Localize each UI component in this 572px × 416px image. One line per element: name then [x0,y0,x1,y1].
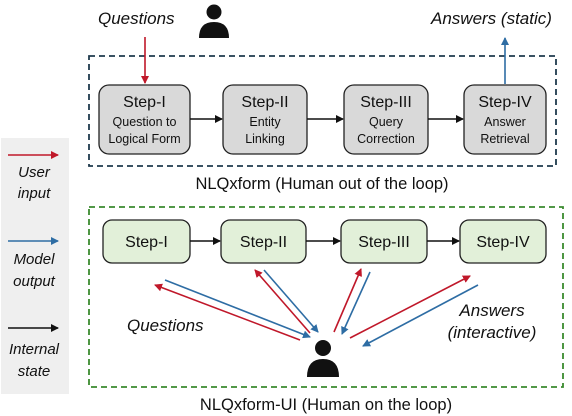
user-to-step-2-arrow [254,269,311,334]
bottom-step-4: Step-IV [459,219,547,264]
bottom-step-1: Step-I [102,219,191,264]
bottom-step-3: Step-III [340,219,428,264]
top-step-3-sub-1: Query [369,115,404,129]
person-icon [199,4,229,38]
bottom-answers-label-1: Answers [458,301,525,320]
top-step-2-title: Step-II [241,94,288,111]
user-to-step-1-arrow [154,283,301,341]
legend-user-label-1: User [18,164,51,181]
top-step-1-title: Step-I [123,94,166,111]
legend-model-label-2: output [13,273,56,290]
top-dashed-frame [88,55,557,167]
top-questions-label: Questions [98,9,175,28]
bottom-step-3-title: Step-III [358,234,410,251]
top-caption: NLQxform (Human out of the loop) [195,175,448,193]
legend-background [1,138,69,394]
person-icon [307,340,339,377]
legend-internal-label-2: state [18,363,51,380]
legend-model-label-1: Model [14,251,56,268]
top-section: Questions Answers (static) Step-I Questi… [88,4,557,193]
bottom-section: Step-I Step-II Step-III Step-IV [88,206,564,414]
step-3-to-user-arrow [341,271,371,335]
top-step-2: Step-II Entity Linking [222,84,308,155]
bottom-questions-label: Questions [127,316,204,335]
top-step-4-sub-2: Retrieval [480,132,529,146]
step-4-to-user-arrow [362,284,479,347]
top-step-1-sub-2: Logical Form [108,132,180,146]
bottom-step-4-title: Step-IV [476,234,530,251]
bottom-caption: NLQxform-UI (Human on the loop) [200,396,452,414]
user-to-step-3-arrow [333,268,362,333]
user-to-step-4-arrow [349,275,471,339]
bottom-answers-label-2: (interactive) [448,323,537,342]
step-2-to-user-arrow [263,269,319,333]
step-1-to-user-arrow [164,279,311,339]
top-step-1-sub-1: Question to [113,115,177,129]
top-step-4: Step-IV Answer Retrieval [463,84,547,155]
top-step-2-sub-1: Entity [249,115,281,129]
top-step-2-sub-2: Linking [245,132,285,146]
bottom-dashed-frame [88,206,564,388]
legend: User input Model output Internal state [1,138,69,394]
top-step-3: Step-III Query Correction [343,84,429,155]
top-step-1: Step-I Question to Logical Form [98,84,191,155]
top-answers-label: Answers (static) [430,9,552,28]
top-step-3-title: Step-III [360,94,412,111]
bottom-step-1-title: Step-I [125,234,168,251]
top-step-3-sub-2: Correction [357,132,415,146]
bottom-step-2: Step-II [220,219,307,264]
legend-user-label-2: input [18,185,51,202]
legend-internal-label-1: Internal [9,341,60,358]
top-step-4-sub-1: Answer [484,115,526,129]
bottom-step-2-title: Step-II [240,234,287,251]
top-step-4-title: Step-IV [478,94,532,111]
